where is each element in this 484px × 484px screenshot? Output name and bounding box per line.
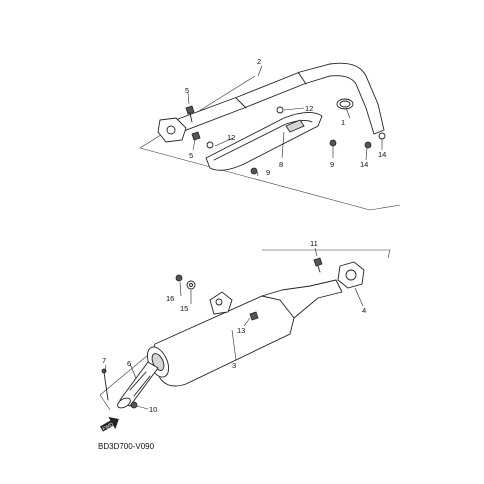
callout-12-lower: 12 [227,133,235,142]
nut-12-a[interactable] [276,106,284,114]
callout-10: 10 [149,405,157,414]
callout-9-right: 9 [330,160,334,169]
bolt-5-lower[interactable] [191,131,201,141]
bolt-10[interactable] [130,401,138,409]
muffler[interactable] [143,279,343,387]
callout-11: 11 [310,239,318,248]
diagram-code: BD3D700-V090 [98,442,155,451]
nut-16[interactable] [175,274,183,282]
callout-9-left: 9 [266,168,270,177]
callout-14-right: 14 [378,150,386,159]
bolt-13[interactable] [249,311,259,321]
fwd-label: FWD [102,421,115,432]
callout-1: 1 [341,118,345,127]
callout-8: 8 [279,160,283,169]
gasket[interactable] [336,98,354,110]
heat-protector[interactable] [205,112,323,171]
callout-15: 15 [180,304,188,313]
callout-5-upper: 5 [185,86,189,95]
callout-6: 6 [127,359,131,368]
bolt-11[interactable] [313,257,323,273]
bolt-9-a[interactable] [250,167,258,175]
bolt-5-upper[interactable] [185,105,195,123]
callout-16: 16 [166,294,174,303]
callout-7: 7 [102,356,106,365]
bolt-7[interactable] [101,368,109,401]
nut-14-a[interactable] [364,141,372,149]
callout-5-lower: 5 [189,151,193,160]
callout-4: 4 [362,306,366,315]
callout-2: 2 [257,57,261,66]
nut-14-b[interactable] [378,132,386,140]
muffler-gasket[interactable] [337,261,365,289]
fwd-arrow-icon: FWD [100,417,119,432]
callout-12-upper: 12 [305,104,313,113]
callout-14-left: 14 [360,160,368,169]
callout-13: 13 [237,326,245,335]
nut-12-b[interactable] [206,141,214,149]
bolt-9-b[interactable] [329,139,337,147]
callout-3: 3 [232,361,236,370]
exhaust-flange-upper [157,117,187,143]
muffler-bracket [209,291,233,315]
washer-15[interactable] [186,280,196,290]
tail-pipe[interactable] [116,361,159,410]
